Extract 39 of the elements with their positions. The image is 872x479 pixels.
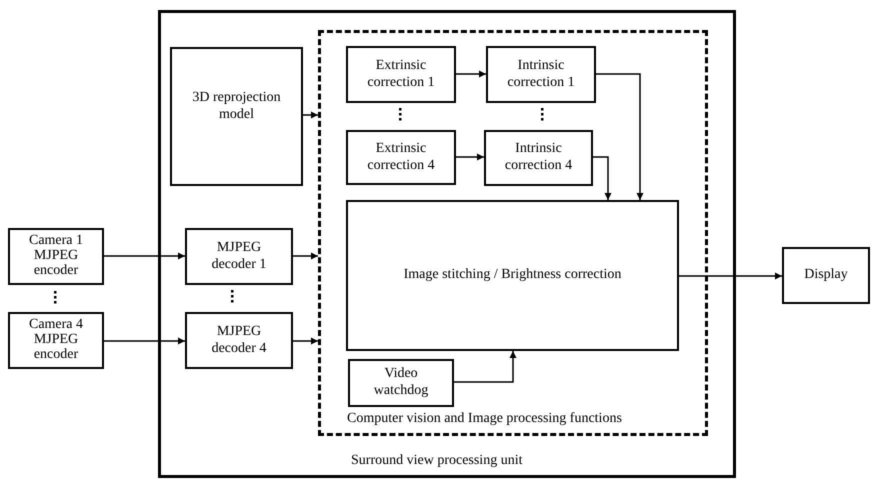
arrow <box>679 272 782 280</box>
arrow <box>104 338 185 344</box>
process-box <box>185 312 293 369</box>
arrow <box>596 73 644 200</box>
arrow <box>593 156 612 200</box>
box-label: 3D reprojection model <box>191 90 282 124</box>
box-label: MJPEG decoder 4 <box>210 324 268 358</box>
process-box <box>185 228 293 285</box>
process-box <box>348 359 454 407</box>
box-label: MJPEG decoder 1 <box>210 240 268 274</box>
arrow <box>456 154 484 160</box>
box-label: Intrinsic correction 4 <box>504 141 574 175</box>
process-box <box>484 130 593 186</box>
box-label: Display <box>804 267 848 284</box>
process-box <box>486 46 596 103</box>
process-box <box>170 47 303 186</box>
arrow <box>104 252 185 260</box>
process-box <box>346 46 456 103</box>
arrow <box>293 338 318 344</box>
box-label: Camera 4 MJPEG encoder <box>28 318 84 363</box>
arrow <box>454 351 516 383</box>
process-box <box>346 130 456 185</box>
box-label: Image stitching / Brightness correction <box>404 267 622 284</box>
arrow <box>293 252 318 260</box>
box-label: Video watchdog <box>372 366 430 400</box>
arrow <box>303 112 318 118</box>
output-box <box>782 247 870 304</box>
group-title: Surround view processing unit <box>351 453 522 470</box>
arrow <box>456 70 486 78</box>
group-title: Computer vision and Image processing functions <box>347 411 622 428</box>
process-box <box>8 228 104 285</box>
box-label: Extrinsic correction 4 <box>366 140 436 174</box>
box-label: Extrinsic correction 1 <box>366 58 436 92</box>
function-group-frame <box>318 30 708 436</box>
box-label: Intrinsic correction 1 <box>506 58 576 92</box>
process-box <box>346 200 679 351</box>
process-box <box>8 312 104 369</box>
box-label: Camera 1 MJPEG encoder <box>28 234 84 279</box>
processing-unit-frame <box>158 10 736 478</box>
